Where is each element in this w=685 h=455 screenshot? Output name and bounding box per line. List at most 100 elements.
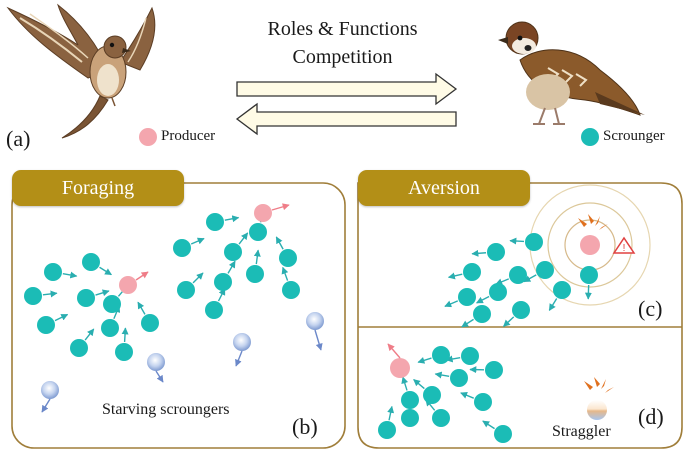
aversion-panel-frame bbox=[357, 182, 683, 449]
scrounger-bird bbox=[525, 233, 543, 251]
scrounger-bird bbox=[37, 316, 55, 334]
scrounger-bird bbox=[458, 288, 476, 306]
starving-scrounger bbox=[41, 381, 59, 399]
scrounger-bird bbox=[115, 343, 133, 361]
scrounger-bird bbox=[489, 283, 507, 301]
scrounger-bird bbox=[473, 305, 491, 323]
producer-direction-arrow bbox=[387, 343, 401, 359]
foraging-direction-arrow bbox=[95, 289, 110, 297]
scrounger-bird bbox=[214, 273, 232, 291]
header-title-line-1: Roles & Functions bbox=[267, 18, 418, 40]
starving-direction-arrow bbox=[314, 329, 323, 351]
fleeing-direction-arrow bbox=[548, 298, 558, 311]
straggler-flock bbox=[378, 343, 614, 443]
producer-direction-arrow bbox=[135, 271, 149, 281]
foraging-direction-arrow bbox=[99, 266, 112, 276]
scrounger-bird bbox=[378, 421, 396, 439]
producer-legend-dot bbox=[139, 128, 157, 146]
scrounger-bird bbox=[536, 261, 554, 279]
starving-direction-arrow bbox=[155, 370, 164, 383]
aversion-flock: ! bbox=[444, 184, 651, 328]
scrounger-bird bbox=[224, 243, 242, 261]
scrounger-bird bbox=[485, 361, 503, 379]
fleeing-direction-arrow bbox=[476, 295, 490, 304]
scrounger-bird bbox=[77, 289, 95, 307]
scrounger-bird bbox=[461, 347, 479, 365]
scrounger-bird bbox=[101, 319, 119, 337]
scrounger-bird bbox=[82, 253, 100, 271]
alarm-burst-icon bbox=[595, 216, 600, 226]
scrounger-bird bbox=[494, 425, 512, 443]
panel-label-c: (c) bbox=[638, 296, 663, 321]
alarm-burst-icon bbox=[594, 377, 600, 387]
producer-bird bbox=[254, 204, 272, 222]
flying-sparrow-icon bbox=[6, 3, 156, 139]
starving-caption: Starving scroungers bbox=[102, 401, 230, 418]
alarm-burst-icon bbox=[588, 214, 594, 224]
scrounger-bird bbox=[205, 301, 223, 319]
scrounger-bird bbox=[206, 213, 224, 231]
left-arrow-icon bbox=[235, 102, 457, 136]
alarm-burst-icon bbox=[601, 379, 606, 389]
fleeing-direction-arrow bbox=[523, 274, 537, 283]
scrounger-bird bbox=[249, 223, 267, 241]
alarm-burst-icon bbox=[584, 381, 593, 390]
perched-sparrow-icon bbox=[498, 21, 645, 125]
scrounger-legend-dot bbox=[581, 128, 599, 146]
producer-bird bbox=[390, 358, 410, 378]
fleeing-direction-arrow bbox=[471, 249, 487, 257]
scrounger-bird bbox=[580, 266, 598, 284]
scrounger-bird bbox=[24, 287, 42, 305]
foraging-direction-arrow bbox=[137, 301, 146, 315]
scrounger-bird bbox=[401, 409, 419, 427]
following-direction-arrow bbox=[460, 392, 475, 399]
scrounger-bird bbox=[141, 314, 159, 332]
warning-exclamation: ! bbox=[623, 243, 626, 254]
scrounger-bird bbox=[44, 263, 62, 281]
foraging-direction-arrow bbox=[62, 271, 78, 279]
foraging-direction-arrow bbox=[42, 290, 58, 298]
scrounger-legend-label: Scrounger bbox=[603, 128, 665, 144]
scrounger-bird bbox=[432, 346, 450, 364]
header-title-line-2: Competition bbox=[292, 46, 393, 68]
straggler-bird bbox=[587, 400, 607, 420]
starving-scrounger bbox=[233, 333, 251, 351]
foraging-direction-arrow bbox=[275, 236, 284, 250]
scrounger-bird bbox=[512, 301, 530, 319]
alarm-burst-icon bbox=[599, 224, 608, 230]
scrounger-bird bbox=[282, 281, 300, 299]
scrounger-bird bbox=[246, 265, 264, 283]
foraging-direction-arrow bbox=[253, 249, 261, 265]
following-direction-arrow bbox=[417, 357, 432, 364]
producer-direction-arrow bbox=[271, 203, 290, 211]
warning-triangle-icon bbox=[612, 236, 636, 254]
fleeing-direction-arrow bbox=[444, 300, 459, 308]
scrounger-bird bbox=[177, 281, 195, 299]
following-direction-arrow bbox=[413, 378, 425, 390]
scrounger-bird bbox=[401, 391, 419, 409]
scrounger-bird bbox=[279, 249, 297, 267]
scrounger-bird bbox=[553, 281, 571, 299]
panel-label-d: (d) bbox=[638, 404, 664, 429]
fleeing-direction-arrow bbox=[447, 272, 463, 280]
scrounger-bird bbox=[450, 369, 468, 387]
foraging-flock bbox=[24, 203, 324, 413]
producer-bird bbox=[580, 235, 600, 255]
scrounger-bird bbox=[432, 409, 450, 427]
following-direction-arrow bbox=[387, 405, 395, 421]
scrounger-bird bbox=[423, 386, 441, 404]
following-direction-arrow bbox=[482, 420, 495, 430]
scrounger-bird bbox=[487, 243, 505, 261]
foraging-direction-arrow bbox=[121, 327, 129, 343]
producer-legend-label: Producer bbox=[161, 128, 216, 144]
straggler-caption: Straggler bbox=[552, 423, 611, 440]
fleeing-direction-arrow bbox=[503, 316, 515, 327]
following-direction-arrow bbox=[401, 376, 409, 391]
scrounger-bird bbox=[103, 295, 121, 313]
scrounger-bird bbox=[173, 239, 191, 257]
panel-label-a: (a) bbox=[6, 126, 31, 151]
foraging-direction-arrow bbox=[54, 313, 69, 322]
alarm-burst-icon bbox=[605, 387, 614, 393]
